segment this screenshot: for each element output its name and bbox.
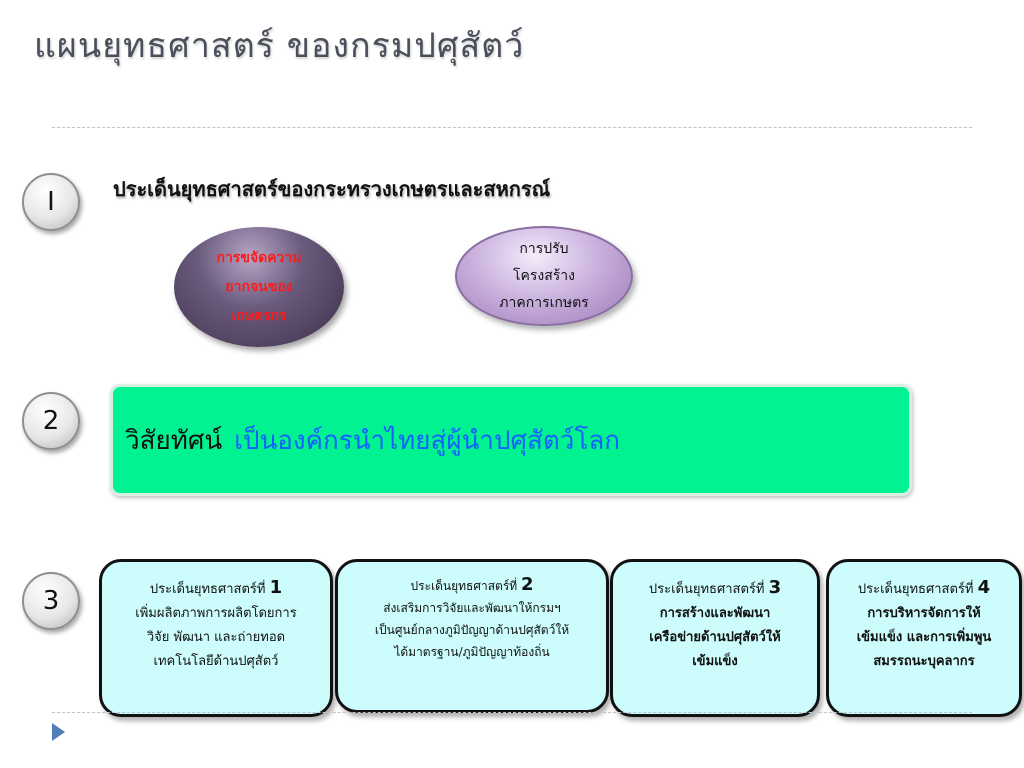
strategy-box-3: ประเด็นยุทธศาสตร์ที่ 3 การสร้างและพัฒนา … <box>610 559 820 717</box>
strategy-3-heading: ประเด็นยุทธศาสตร์ที่ <box>648 582 765 597</box>
oval-2-text: การปรับ โครงสร้าง ภาคการเกษตร <box>499 236 588 317</box>
oval-1-text: การขจัดความ ยากจนของ เกษตรกร <box>216 244 301 331</box>
strategy-2-number: 2 <box>521 574 534 595</box>
strategy-4-line-1: การบริหารจัดการให้ <box>867 606 981 621</box>
slide-title: แผนยุทธศาสตร์ ของกรมปศุสัตว์ <box>34 26 525 66</box>
strategy-3-line-2: เครือข่ายด้านปศุสัตว์ให้ <box>649 630 781 645</box>
strategy-1-line-2: วิจัย พัฒนา และถ่ายทอด <box>146 630 286 645</box>
oval-2-line-1: การปรับ <box>519 240 569 257</box>
strategy-4-number: 4 <box>977 577 991 598</box>
strategy-1-heading: ประเด็นยุทธศาสตร์ที่ <box>149 582 266 597</box>
strategy-2-line-2: เป็นศูนย์กลางภูมิปัญญาด้านปศุสัตว์ให้ <box>374 623 570 637</box>
oval-1-line-3: เกษตรกร <box>231 307 287 324</box>
vision-box: วิสัยทัศน์ เป็นองค์กรนำไทยสู่ผู้นำปศุสัต… <box>110 384 912 496</box>
vision-label: วิสัยทัศน์ <box>125 425 223 456</box>
section1-heading: ประเด็นยุทธศาสตร์ของกระทรวงเกษตรและสหกรณ… <box>113 177 551 201</box>
strategy-2-line-1: ส่งเสริมการวิจัยและพัฒนาให้กรมฯ <box>383 601 561 615</box>
strategy-3-number: 3 <box>768 577 782 598</box>
step-3-badge: 3 <box>22 572 80 630</box>
strategy-1-number: 1 <box>269 577 283 598</box>
strategy-box-2: ประเด็นยุทธศาสตร์ที่ 2 ส่งเสริมการวิจัยแ… <box>335 559 609 713</box>
strategy-2-heading: ประเด็นยุทธศาสตร์ที่ <box>410 579 518 593</box>
oval-1-line-2: ยากจนของ <box>225 278 293 295</box>
strategy-box-4: ประเด็นยุทธศาสตร์ที่ 4 การบริหารจัดการให… <box>826 559 1022 717</box>
next-slide-arrow-icon[interactable] <box>52 723 65 741</box>
step-2-badge: 2 <box>22 392 80 450</box>
strategy-oval-poverty: การขจัดความ ยากจนของ เกษตรกร <box>174 227 344 347</box>
divider-bottom <box>52 712 972 713</box>
oval-2-line-2: โครงสร้าง <box>512 267 575 284</box>
step-1-badge: I <box>22 173 80 231</box>
strategy-oval-restructure: การปรับ โครงสร้าง ภาคการเกษตร <box>455 226 633 326</box>
strategy-4-line-2: เข้มแข็ง และการเพิ่มพูน <box>856 630 992 645</box>
strategy-3-line-3: เข้มแข็ง <box>692 654 738 669</box>
oval-1-line-1: การขจัดความ <box>216 249 302 266</box>
strategy-1-line-3: เทคโนโลยีด้านปศุสัตว์ <box>153 654 279 669</box>
vision-text: เป็นองค์กรนำไทยสู่ผู้นำปศุสัตว์โลก <box>234 425 620 456</box>
strategy-2-line-3: ได้มาตรฐาน/ภูมิปัญญาท้องถิ่น <box>394 645 550 659</box>
strategy-3-line-1: การสร้างและพัฒนา <box>659 606 771 621</box>
oval-2-line-3: ภาคการเกษตร <box>499 294 589 311</box>
strategy-1-line-1: เพิ่มผลิตภาพการผลิตโดยการ <box>135 606 297 621</box>
divider-top <box>52 127 972 128</box>
strategy-box-1: ประเด็นยุทธศาสตร์ที่ 1 เพิ่มผลิตภาพการผล… <box>99 559 333 717</box>
strategy-4-line-3: สมรรถนะบุคลากร <box>873 654 975 669</box>
strategy-4-heading: ประเด็นยุทธศาสตร์ที่ <box>857 582 974 597</box>
